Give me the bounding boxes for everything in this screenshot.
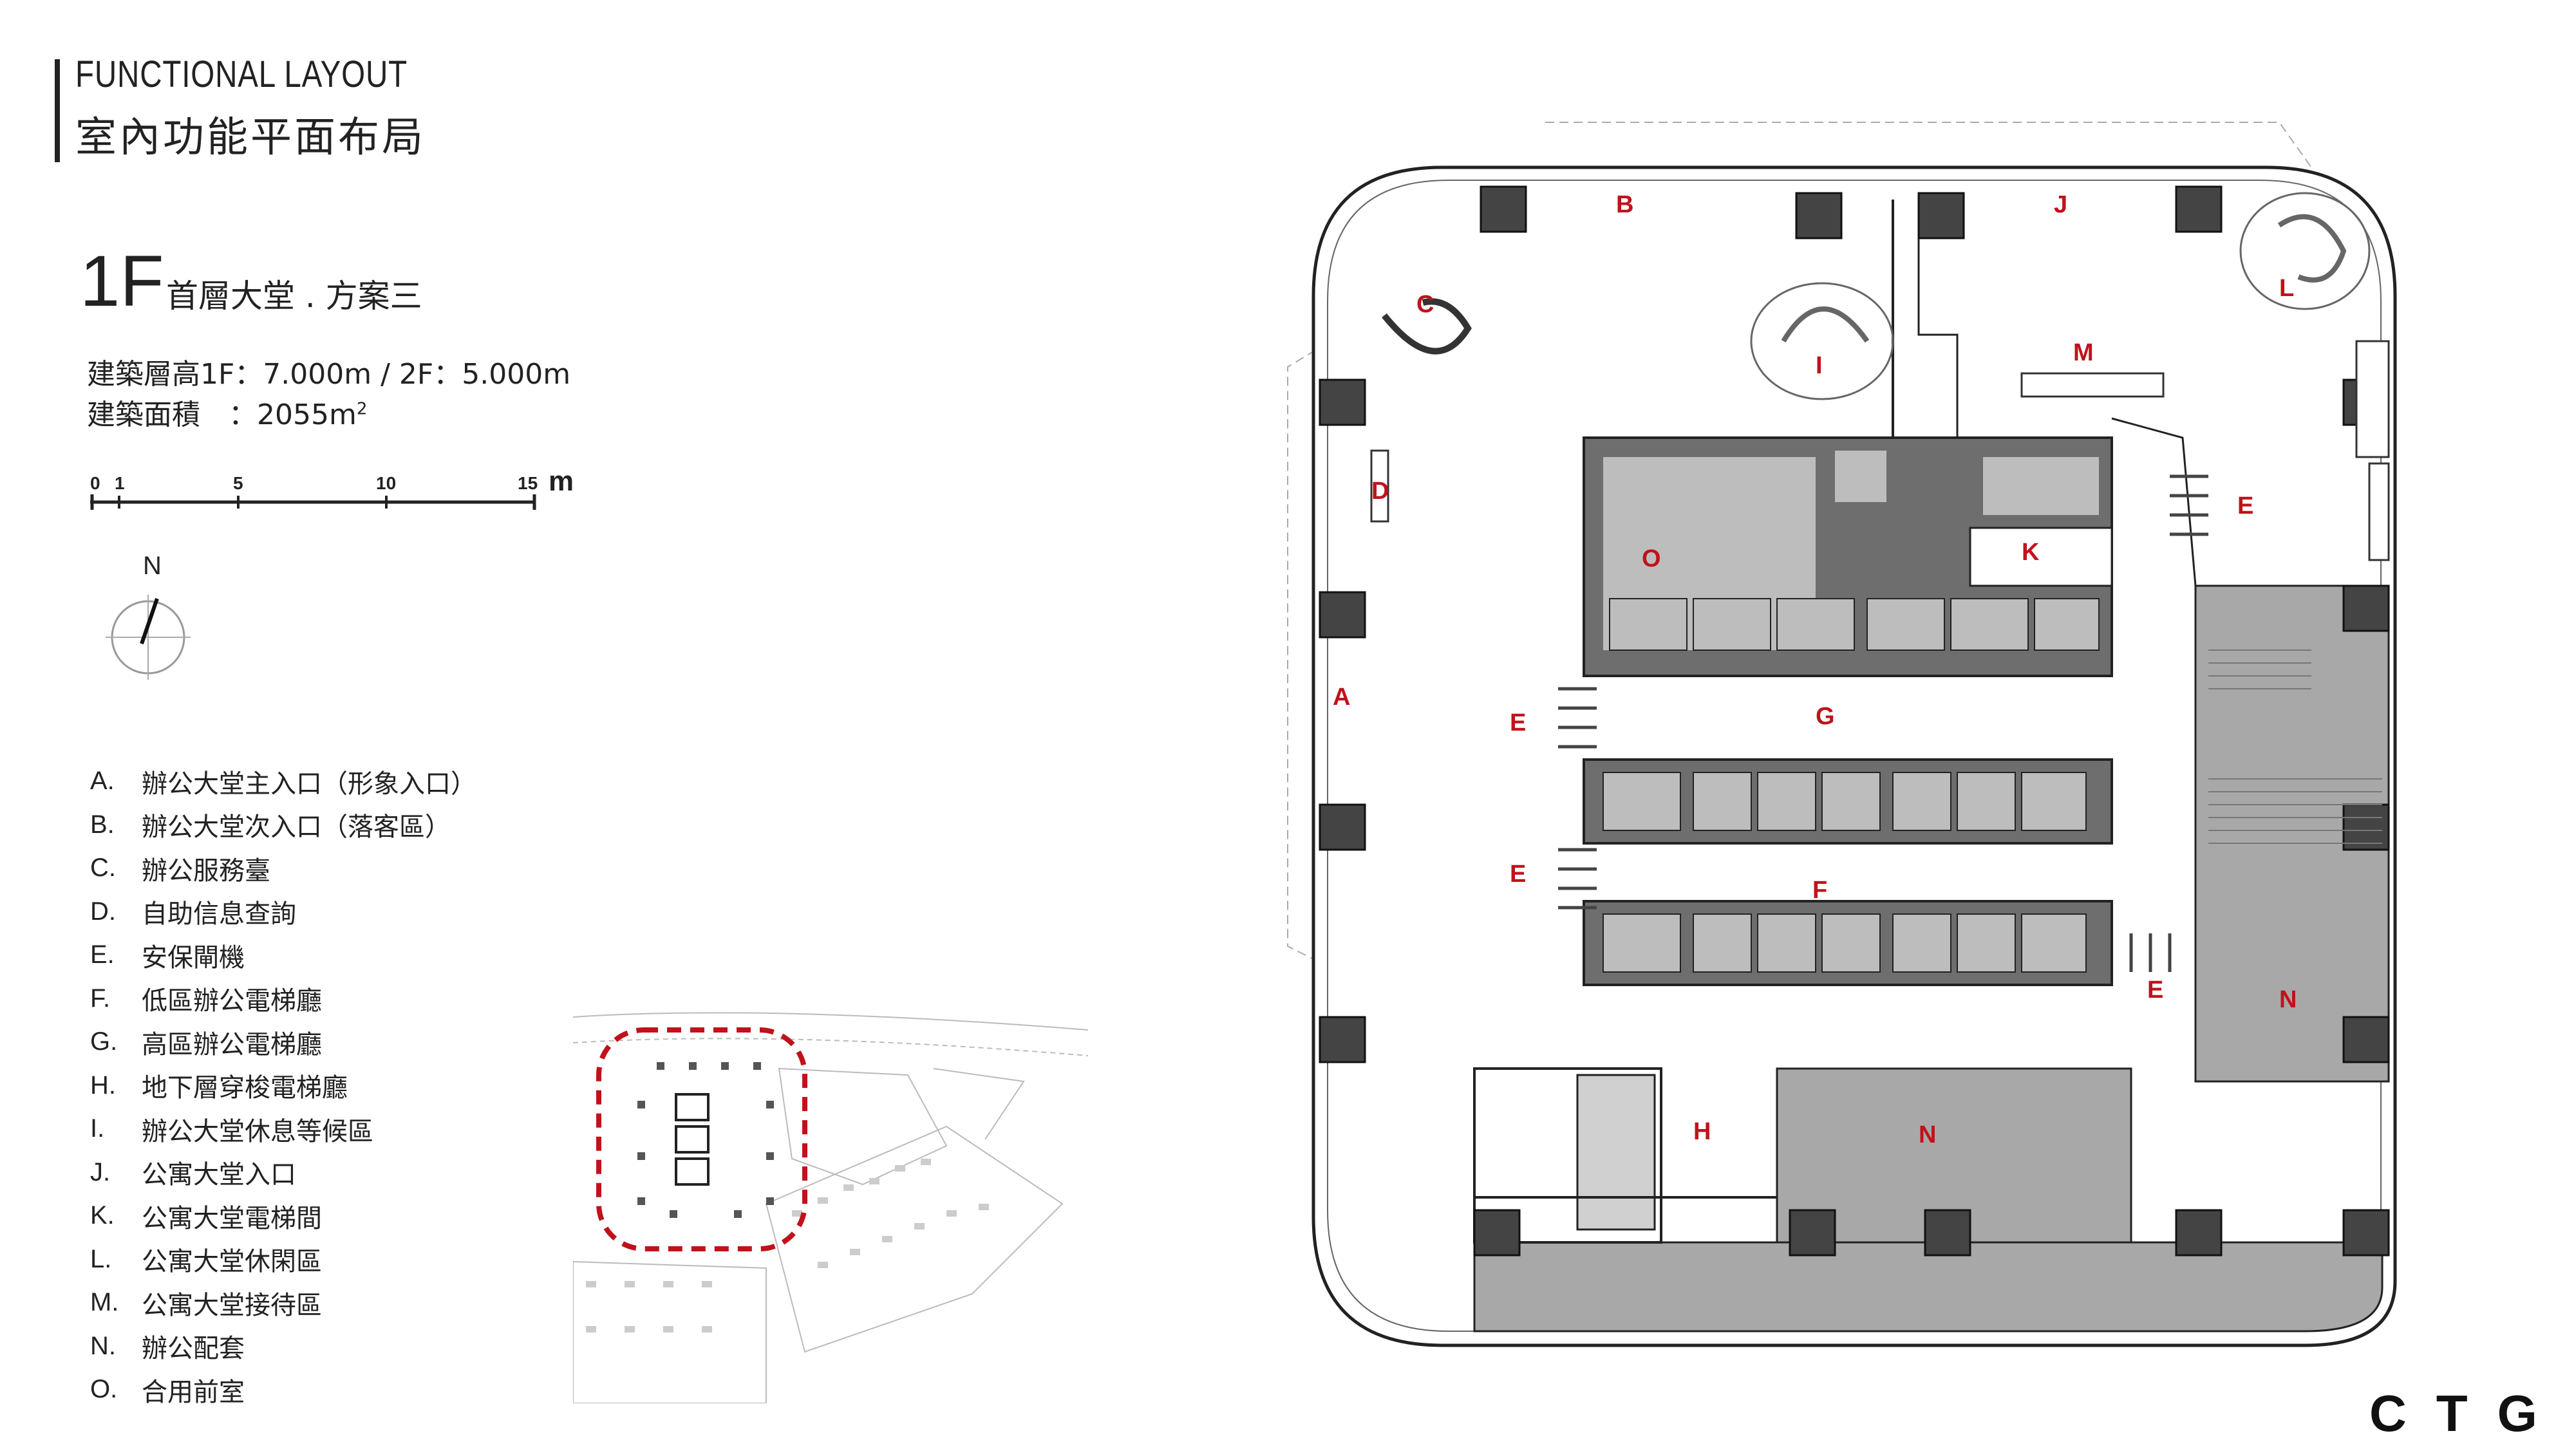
legend-text: 自助信息查詢 [142, 899, 296, 930]
legend-key: D. [90, 897, 116, 926]
page-title-en: FUNCTIONAL LAYOUT [75, 53, 408, 95]
title-accent-bar [55, 59, 60, 162]
plan-label-b: B [1616, 191, 1633, 218]
floor-area-unit-sup: 2 [356, 399, 368, 419]
legend-text: 高區辦公電梯廳 [142, 1029, 322, 1060]
legend-item-g: G. 高區辦公電梯廳 [90, 1020, 579, 1064]
legend-text: 安保閘機 [142, 942, 245, 973]
scale-tick-5: 5 [233, 473, 243, 493]
floor-name: 1F [80, 241, 164, 321]
legend-item-l: L. 公寓大堂休閑區 [90, 1238, 579, 1282]
legend-text: 辦公大堂主入口（形象入口） [142, 769, 476, 799]
legend-item-k: K. 公寓大堂電梯間 [90, 1194, 579, 1238]
legend-key: F. [90, 984, 111, 1013]
floor-area-spec: 建築面積 ：2055m2 [87, 391, 367, 433]
floor-subtitle: 首層大堂 . 方案三 [166, 277, 422, 315]
legend-text: 公寓大堂接待區 [142, 1290, 322, 1320]
floor-area-text: 建築面積 ：2055m [87, 398, 357, 431]
legend-text: 公寓大堂電梯間 [142, 1203, 322, 1233]
legend-text: 辦公配套 [142, 1334, 245, 1364]
site-key-map [573, 1012, 1088, 1403]
plan-label-k: K [2022, 539, 2040, 566]
legend-item-e: E. 安保閘機 [90, 933, 579, 977]
legend-text: 公寓大堂休閑區 [142, 1247, 322, 1277]
legend-item-m: M. 公寓大堂接待區 [90, 1281, 579, 1325]
scale-tick-15: 15 [518, 473, 538, 493]
scale-tick-0: 0 [90, 473, 100, 493]
legend-key: I. [90, 1114, 105, 1143]
legend-item-b: B. 辦公大堂次入口（落客區） [90, 803, 579, 847]
plan-label-e3: E [2237, 492, 2253, 519]
legend-key: O. [90, 1375, 118, 1404]
plan-label-j: J [2054, 191, 2067, 218]
legend-text: 辦公大堂休息等候區 [142, 1116, 373, 1146]
legend-text: 地下層穿梭電梯廳 [142, 1073, 348, 1103]
legend-key: B. [90, 810, 115, 839]
plan-label-e1: E [1510, 709, 1526, 736]
floor-plan: A B C D E E E E F G H I J K L M N N O [1287, 122, 2397, 1347]
legend-item-j: J. 公寓大堂入口 [90, 1151, 579, 1195]
floor-height-spec: 建築層高1F：7.000m / 2F：5.000m [87, 358, 571, 391]
scale-bar: 0 1 5 10 15 m [90, 465, 574, 510]
plan-label-e2: E [1510, 861, 1526, 888]
ctg-logo: CTG [2369, 1385, 2567, 1442]
legend-item-o: O. 合用前室 [90, 1368, 579, 1412]
plan-label-g: G [1816, 703, 1835, 730]
legend-item-f: F. 低區辦公電梯廳 [90, 977, 579, 1021]
legend-text: 辦公服務臺 [142, 855, 270, 886]
legend-key: C. [90, 854, 116, 883]
plan-label-f: F [1812, 877, 1827, 904]
legend-key: A. [90, 767, 115, 796]
legend-item-a: A. 辦公大堂主入口（形象入口） [90, 760, 579, 803]
legend-text: 低區辦公電梯廳 [142, 986, 322, 1016]
legend-key: N. [90, 1331, 116, 1360]
scale-unit: m [549, 465, 574, 497]
plan-label-m: M [2073, 339, 2094, 366]
legend-key: H. [90, 1070, 116, 1099]
plan-label-n1: N [2279, 986, 2297, 1013]
scale-tick-10: 10 [376, 473, 396, 493]
legend-key: L. [90, 1244, 112, 1273]
plan-label-n2: N [1919, 1121, 1936, 1148]
legend-key: J. [90, 1157, 111, 1186]
legend-item-i: I. 辦公大堂休息等候區 [90, 1107, 579, 1151]
plan-label-e4: E [2147, 977, 2163, 1004]
page-title-cn: 室內功能平面布局 [75, 114, 426, 162]
plan-label-i: I [1816, 352, 1823, 379]
scale-tick-1: 1 [115, 473, 125, 493]
plan-label-a: A [1333, 684, 1350, 711]
legend-key: M. [90, 1288, 119, 1317]
legend-item-n: N. 辦公配套 [90, 1325, 579, 1369]
legend-key: E. [90, 940, 115, 969]
legend-text: 合用前室 [142, 1377, 245, 1407]
plan-label-o: O [1642, 545, 1661, 572]
legend-text: 辦公大堂次入口（落客區） [142, 812, 451, 843]
legend-item-d: D. 自助信息查詢 [90, 890, 579, 934]
north-label: N [143, 552, 162, 580]
north-arrow: N [106, 552, 191, 680]
legend-key: G. [90, 1027, 118, 1056]
plan-label-c: C [1416, 291, 1434, 318]
plan-label-l: L [2279, 275, 2294, 302]
legend-text: 公寓大堂入口 [142, 1160, 296, 1190]
plan-label-d: D [1371, 478, 1389, 505]
legend-item-h: H. 地下層穿梭電梯廳 [90, 1064, 579, 1108]
legend-item-c: C. 辦公服務臺 [90, 846, 579, 890]
legend-key: K. [90, 1201, 115, 1230]
plan-label-h: H [1693, 1118, 1711, 1145]
legend: A. 辦公大堂主入口（形象入口） B. 辦公大堂次入口（落客區） C. 辦公服務臺 D… [90, 760, 579, 1412]
